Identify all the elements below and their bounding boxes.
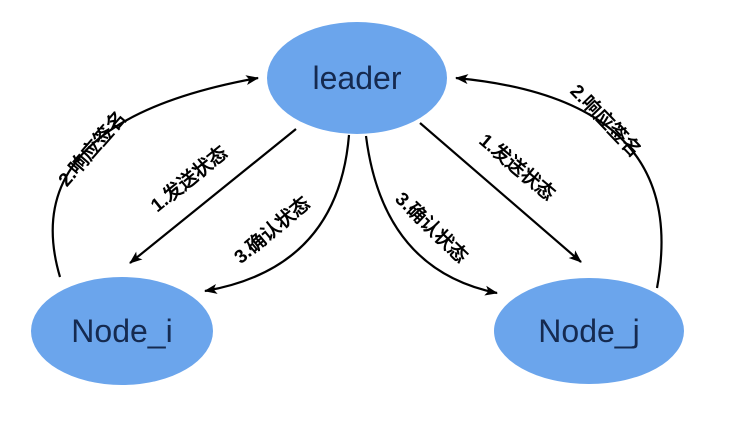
- edge-label-response-node-i: 2.响应签名: [53, 107, 131, 191]
- edge-label-confirm-node-j: 3.确认状态: [390, 187, 472, 267]
- nodes-layer: leader Node_i Node_j: [31, 22, 684, 385]
- node-i-label: Node_i: [71, 313, 172, 349]
- node-j-label: Node_j: [538, 313, 639, 349]
- node-i-ellipse: [31, 277, 213, 385]
- edge-confirm-leader-to-node-j: [364, 135, 498, 296]
- edges-layer: [51, 74, 663, 296]
- edge-response-node-j-to-leader: [455, 74, 663, 289]
- edge-label-send-node-i: 1.发送状态: [146, 141, 232, 217]
- edge-response-node-i-to-leader: [51, 75, 259, 278]
- node-j-node: Node_j: [494, 278, 684, 384]
- node-j-ellipse: [494, 278, 684, 384]
- leader-label: leader: [313, 60, 402, 96]
- edge-send-leader-to-node-i: [129, 128, 297, 264]
- edge-label-send-node-j: 1.发送状态: [475, 129, 560, 206]
- edge-label-response-node-j: 2.响应签名: [565, 79, 645, 161]
- leader-ellipse: [267, 22, 447, 134]
- edge-confirm-leader-to-node-i: [204, 134, 351, 294]
- edge-label-confirm-node-i: 3.确认状态: [229, 192, 314, 269]
- node-i-node: Node_i: [31, 277, 213, 385]
- edge-send-leader-to-node-j: [419, 122, 582, 263]
- leader-node: leader: [267, 22, 447, 134]
